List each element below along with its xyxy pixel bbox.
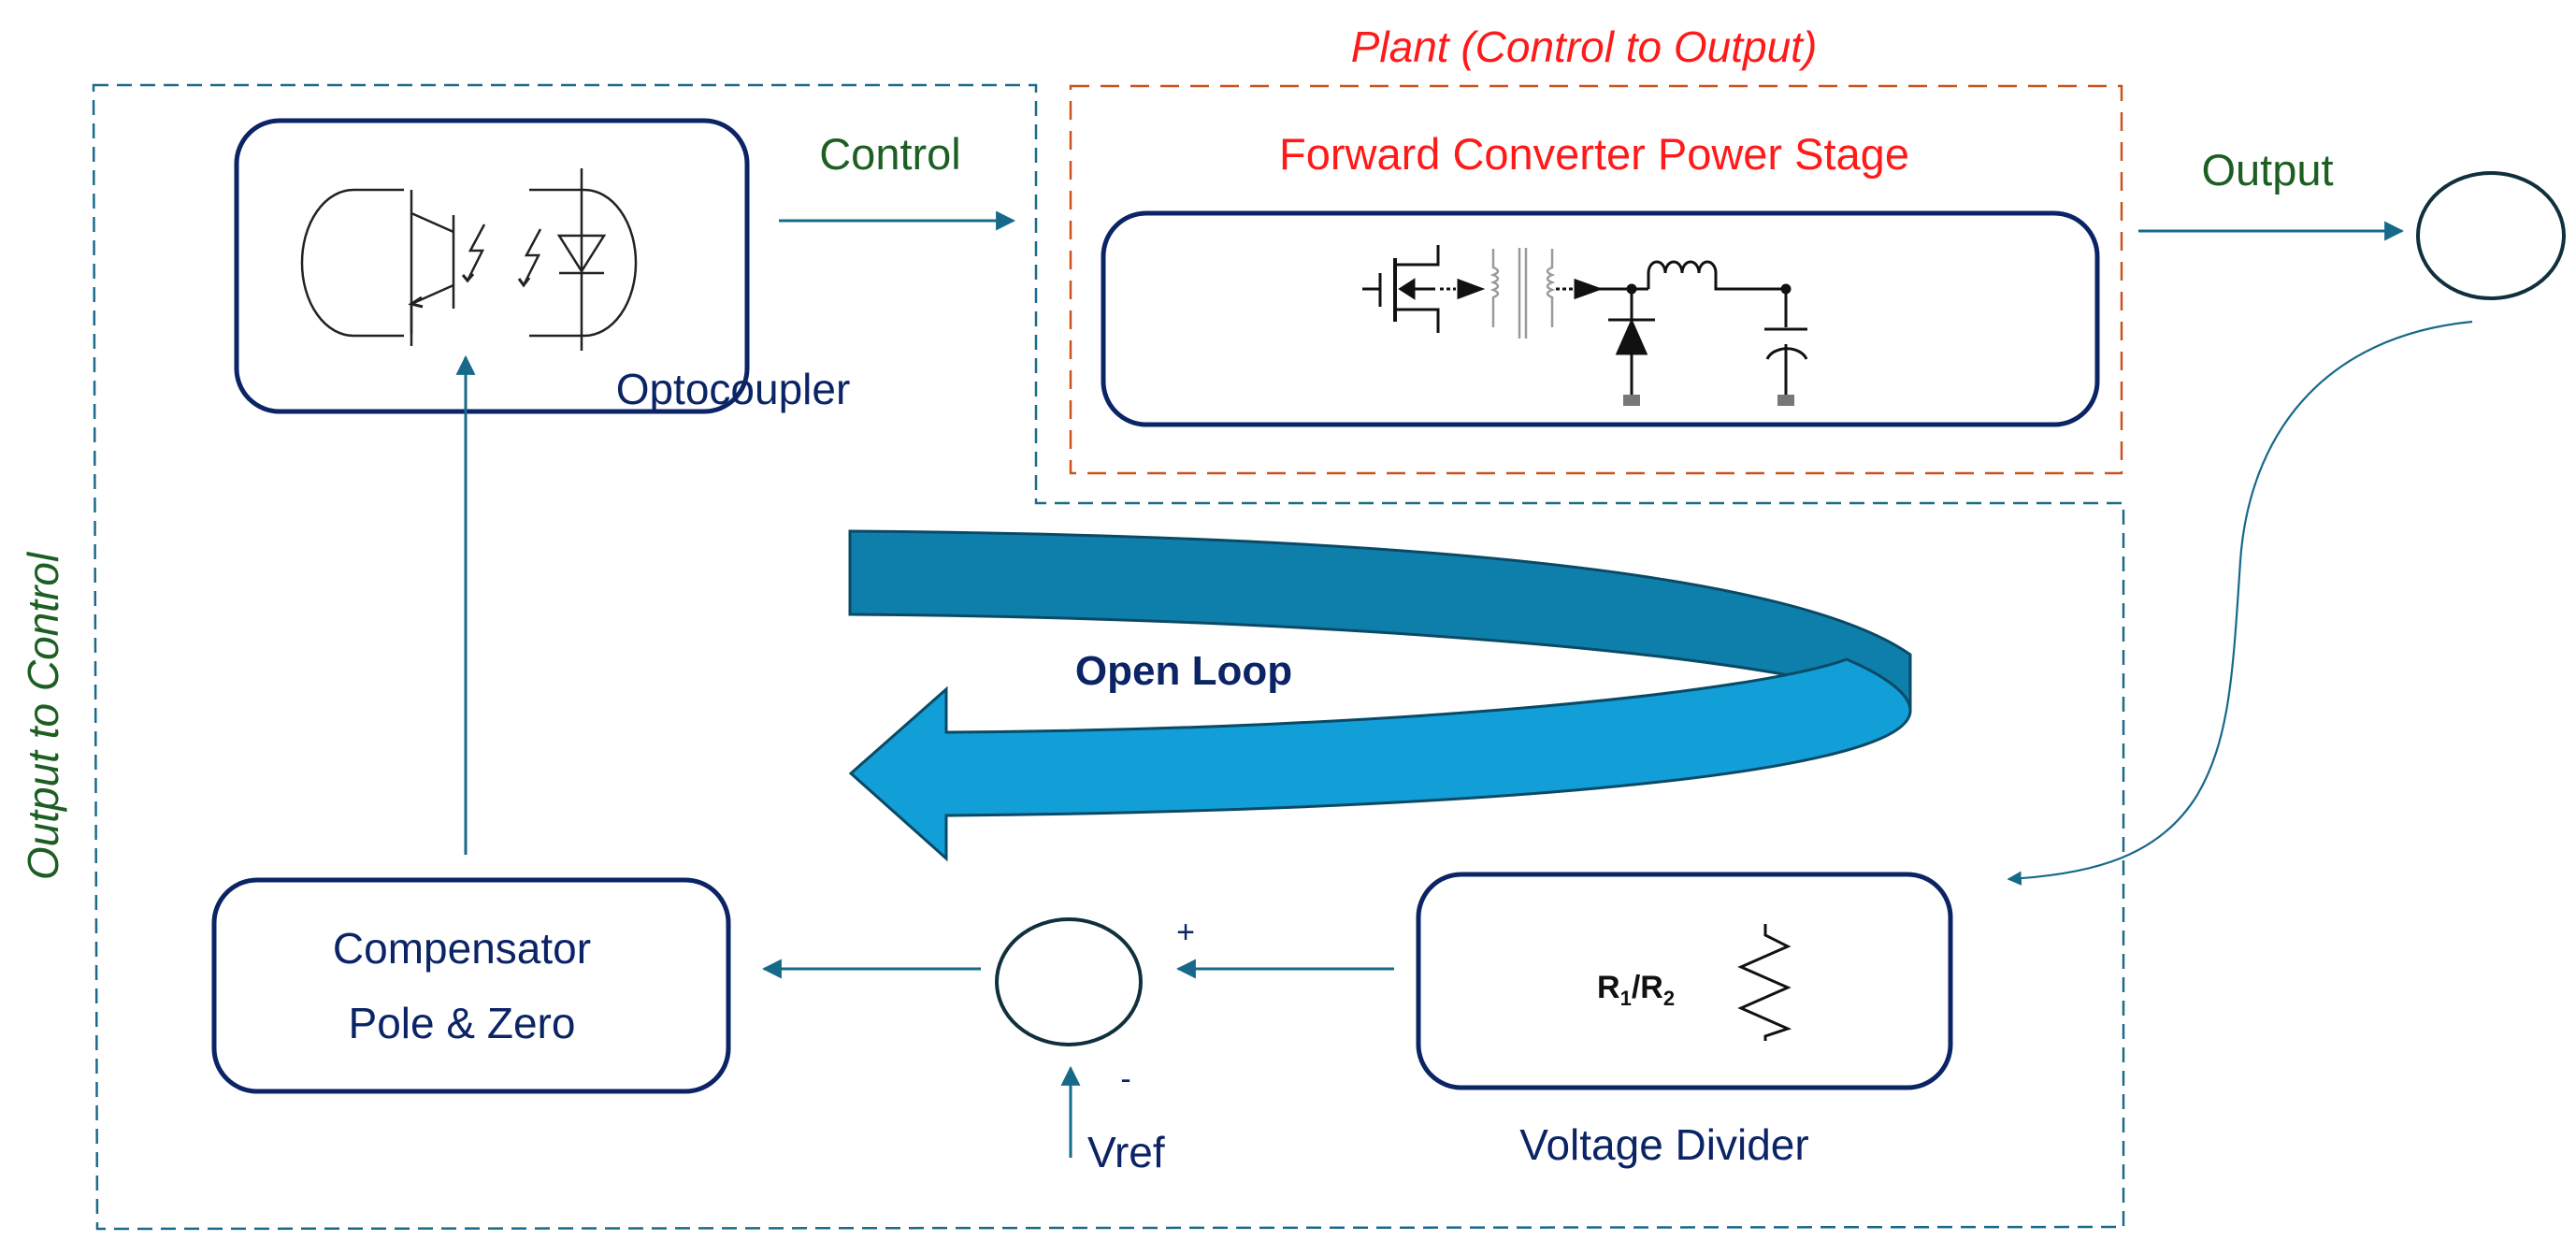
plant-boundary: [1069, 84, 2123, 475]
optocoupler-icon: [300, 168, 638, 351]
compensator-label-line2: Pole & Zero: [349, 999, 576, 1047]
plus-sign: +: [1176, 915, 1195, 950]
open-loop-arrow: [848, 529, 1912, 862]
resistor-icon: [1737, 924, 1792, 1041]
vref-label: Vref: [1087, 1128, 1165, 1176]
compensator-block[interactable]: [211, 877, 731, 1094]
open-loop-label: Open Loop: [1075, 648, 1292, 694]
control-label: Control: [819, 129, 961, 179]
compensator-label-line1: Compensator: [333, 924, 591, 973]
resistor-ratio-label: R1/R2: [1597, 970, 1675, 1010]
voltage-divider-block[interactable]: R1/R2: [1416, 872, 1953, 1090]
feedback-curve-arrow: [2007, 320, 2473, 886]
plant-title: Plant (Control to Output): [1351, 22, 1818, 71]
minus-sign: -: [1120, 1061, 1130, 1097]
output-to-control-boundary: [92, 83, 2125, 1231]
forward-converter-schematic-icon: [1362, 245, 1808, 406]
output-node: [2416, 171, 2566, 300]
output-label: Output: [2201, 145, 2333, 195]
summing-junction: [995, 917, 1143, 1046]
forward-converter-block[interactable]: [1101, 210, 2100, 427]
forward-converter-title: Forward Converter Power Stage: [1279, 129, 1909, 179]
output-to-control-label: Output to Control: [19, 551, 67, 880]
optocoupler-block[interactable]: [234, 118, 750, 414]
voltage-divider-label: Voltage Divider: [1519, 1120, 1808, 1169]
optocoupler-label: Optocoupler: [616, 365, 851, 413]
